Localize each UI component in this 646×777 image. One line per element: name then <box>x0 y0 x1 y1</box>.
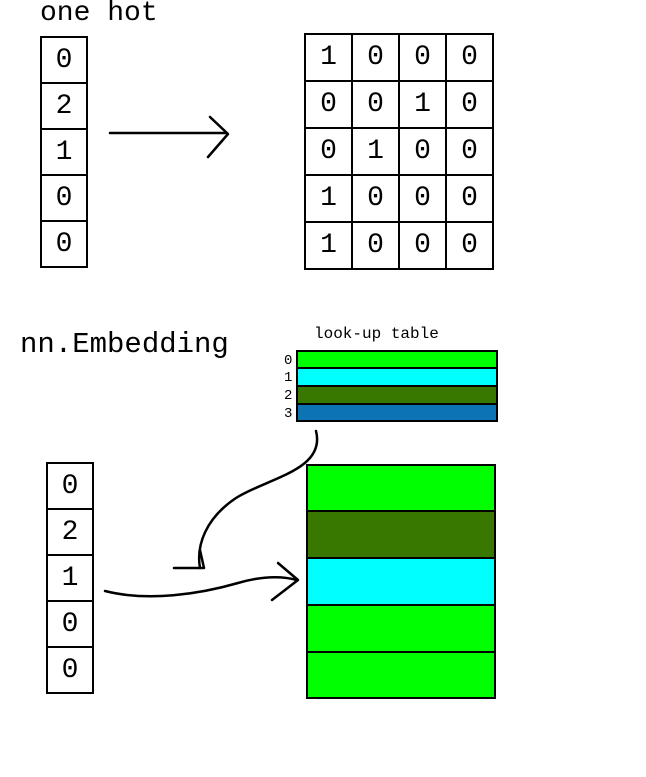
matrix-cell: 0 <box>304 127 353 176</box>
index-to-output-arrow <box>103 561 300 602</box>
matrix-cell: 1 <box>304 174 353 223</box>
embedding-output-row <box>306 605 496 652</box>
embedding-output-row <box>306 558 496 605</box>
index-cell: 0 <box>46 646 94 694</box>
matrix-cell: 0 <box>445 80 494 129</box>
index-cell: 1 <box>40 128 88 176</box>
matrix-cell: 0 <box>398 221 447 270</box>
lookup-row-0: 0 <box>284 350 498 369</box>
lookup-row-3: 3 <box>284 404 498 422</box>
lookup-row-index: 3 <box>284 406 293 422</box>
embedding-title: nn.Embedding <box>20 328 229 361</box>
lookup-row-2: 2 <box>284 386 498 404</box>
lookup-row-1: 1 <box>284 368 498 386</box>
matrix-cell: 0 <box>351 221 400 270</box>
lookup-table-title: look-up table <box>314 325 439 343</box>
index-cell: 0 <box>40 174 88 222</box>
lookup-row-index: 1 <box>284 370 293 386</box>
one-hot-title: one hot <box>40 0 158 29</box>
embedding-index-vector: 0 2 1 0 0 <box>46 462 94 694</box>
index-cell: 0 <box>46 600 94 648</box>
lookup-row-index: 0 <box>284 353 293 369</box>
index-cell: 0 <box>40 36 88 84</box>
embedding-output-row <box>306 464 496 511</box>
matrix-cell: 1 <box>304 221 353 270</box>
one-hot-index-vector: 0 2 1 0 0 <box>40 36 88 268</box>
index-cell: 0 <box>40 220 88 268</box>
matrix-cell: 1 <box>351 127 400 176</box>
matrix-cell: 0 <box>351 33 400 82</box>
one-hot-arrow <box>108 115 230 159</box>
matrix-cell: 1 <box>398 80 447 129</box>
index-cell: 0 <box>46 462 94 510</box>
matrix-cell: 0 <box>445 174 494 223</box>
matrix-cell: 0 <box>398 127 447 176</box>
matrix-cell: 0 <box>445 33 494 82</box>
matrix-cell: 0 <box>398 33 447 82</box>
lookup-arrow <box>172 429 319 570</box>
matrix-cell: 1 <box>304 33 353 82</box>
lookup-row-index: 2 <box>284 388 293 404</box>
index-cell: 2 <box>46 508 94 556</box>
index-cell: 1 <box>46 554 94 602</box>
matrix-cell: 0 <box>445 127 494 176</box>
lookup-table: 0 1 2 3 <box>284 350 498 422</box>
one-hot-matrix: 1 0 0 0 0 0 1 0 0 1 0 0 1 0 0 0 1 0 0 0 <box>304 33 494 270</box>
matrix-cell: 0 <box>445 221 494 270</box>
embedding-output-row <box>306 511 496 558</box>
matrix-cell: 0 <box>351 174 400 223</box>
index-cell: 2 <box>40 82 88 130</box>
embedding-output <box>306 464 496 699</box>
matrix-cell: 0 <box>304 80 353 129</box>
embedding-output-row <box>306 652 496 699</box>
matrix-cell: 0 <box>398 174 447 223</box>
matrix-cell: 0 <box>351 80 400 129</box>
